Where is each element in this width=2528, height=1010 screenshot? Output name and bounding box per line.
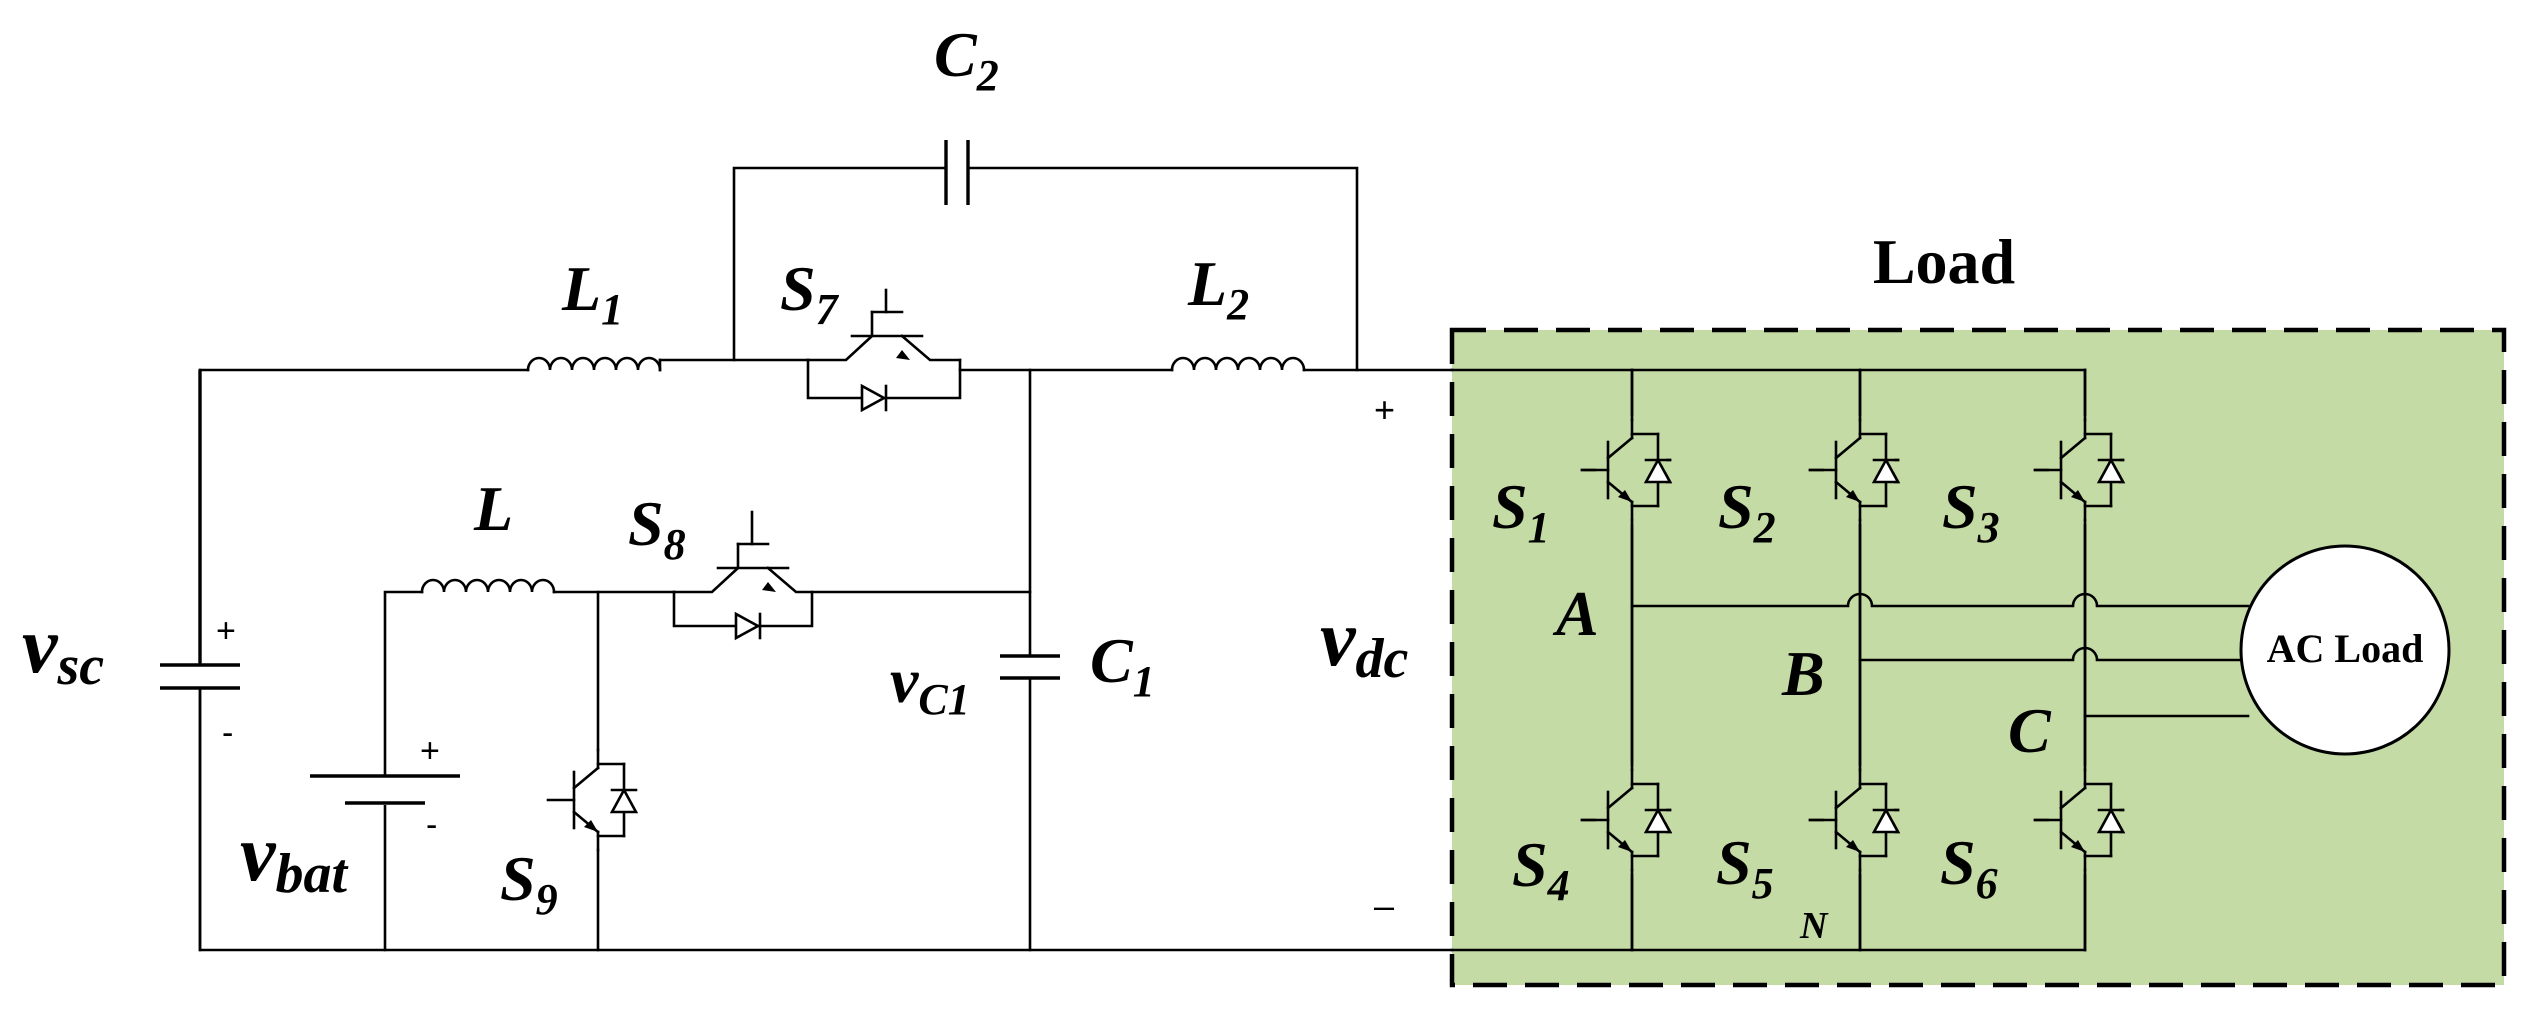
label-c1: C1	[1090, 625, 1155, 706]
vdc-minus-sign: –	[1374, 885, 1394, 926]
label-s7: S7	[780, 253, 840, 334]
label-node-n: N	[1799, 905, 1829, 947]
label-s6: S6	[1940, 827, 1998, 908]
load-title: Load	[1873, 226, 2015, 297]
vsc-plus-sign: +	[216, 612, 236, 650]
ac-load-label: AC Load	[2267, 626, 2424, 671]
label-vdc: vdc	[1320, 595, 1409, 690]
label-vc1: vC1	[890, 645, 970, 724]
label-node-c: C	[2008, 695, 2052, 766]
label-s3: S3	[1942, 471, 2000, 552]
label-s4: S4	[1512, 829, 1570, 910]
label-vbat: vbat	[240, 810, 349, 905]
label-l: L	[473, 473, 513, 544]
vbat-minus-sign: -	[426, 806, 437, 844]
label-s2: S2	[1718, 471, 1776, 552]
vsc-minus-sign: -	[222, 714, 233, 752]
vbat-plus-sign: +	[420, 732, 440, 770]
label-s8: S8	[628, 488, 686, 569]
label-s5: S5	[1716, 827, 1774, 908]
label-c2: C2	[934, 19, 999, 100]
label-s1: S1	[1492, 471, 1550, 552]
label-s9: S9	[500, 843, 558, 924]
label-l1: L1	[561, 253, 623, 334]
label-node-a: A	[1552, 578, 1599, 649]
vdc-plus-sign: +	[1374, 389, 1395, 430]
label-node-b: B	[1781, 638, 1825, 709]
ac-load	[2239, 544, 2451, 756]
label-l2: L2	[1187, 248, 1249, 329]
label-vsc: vsc	[22, 602, 104, 697]
